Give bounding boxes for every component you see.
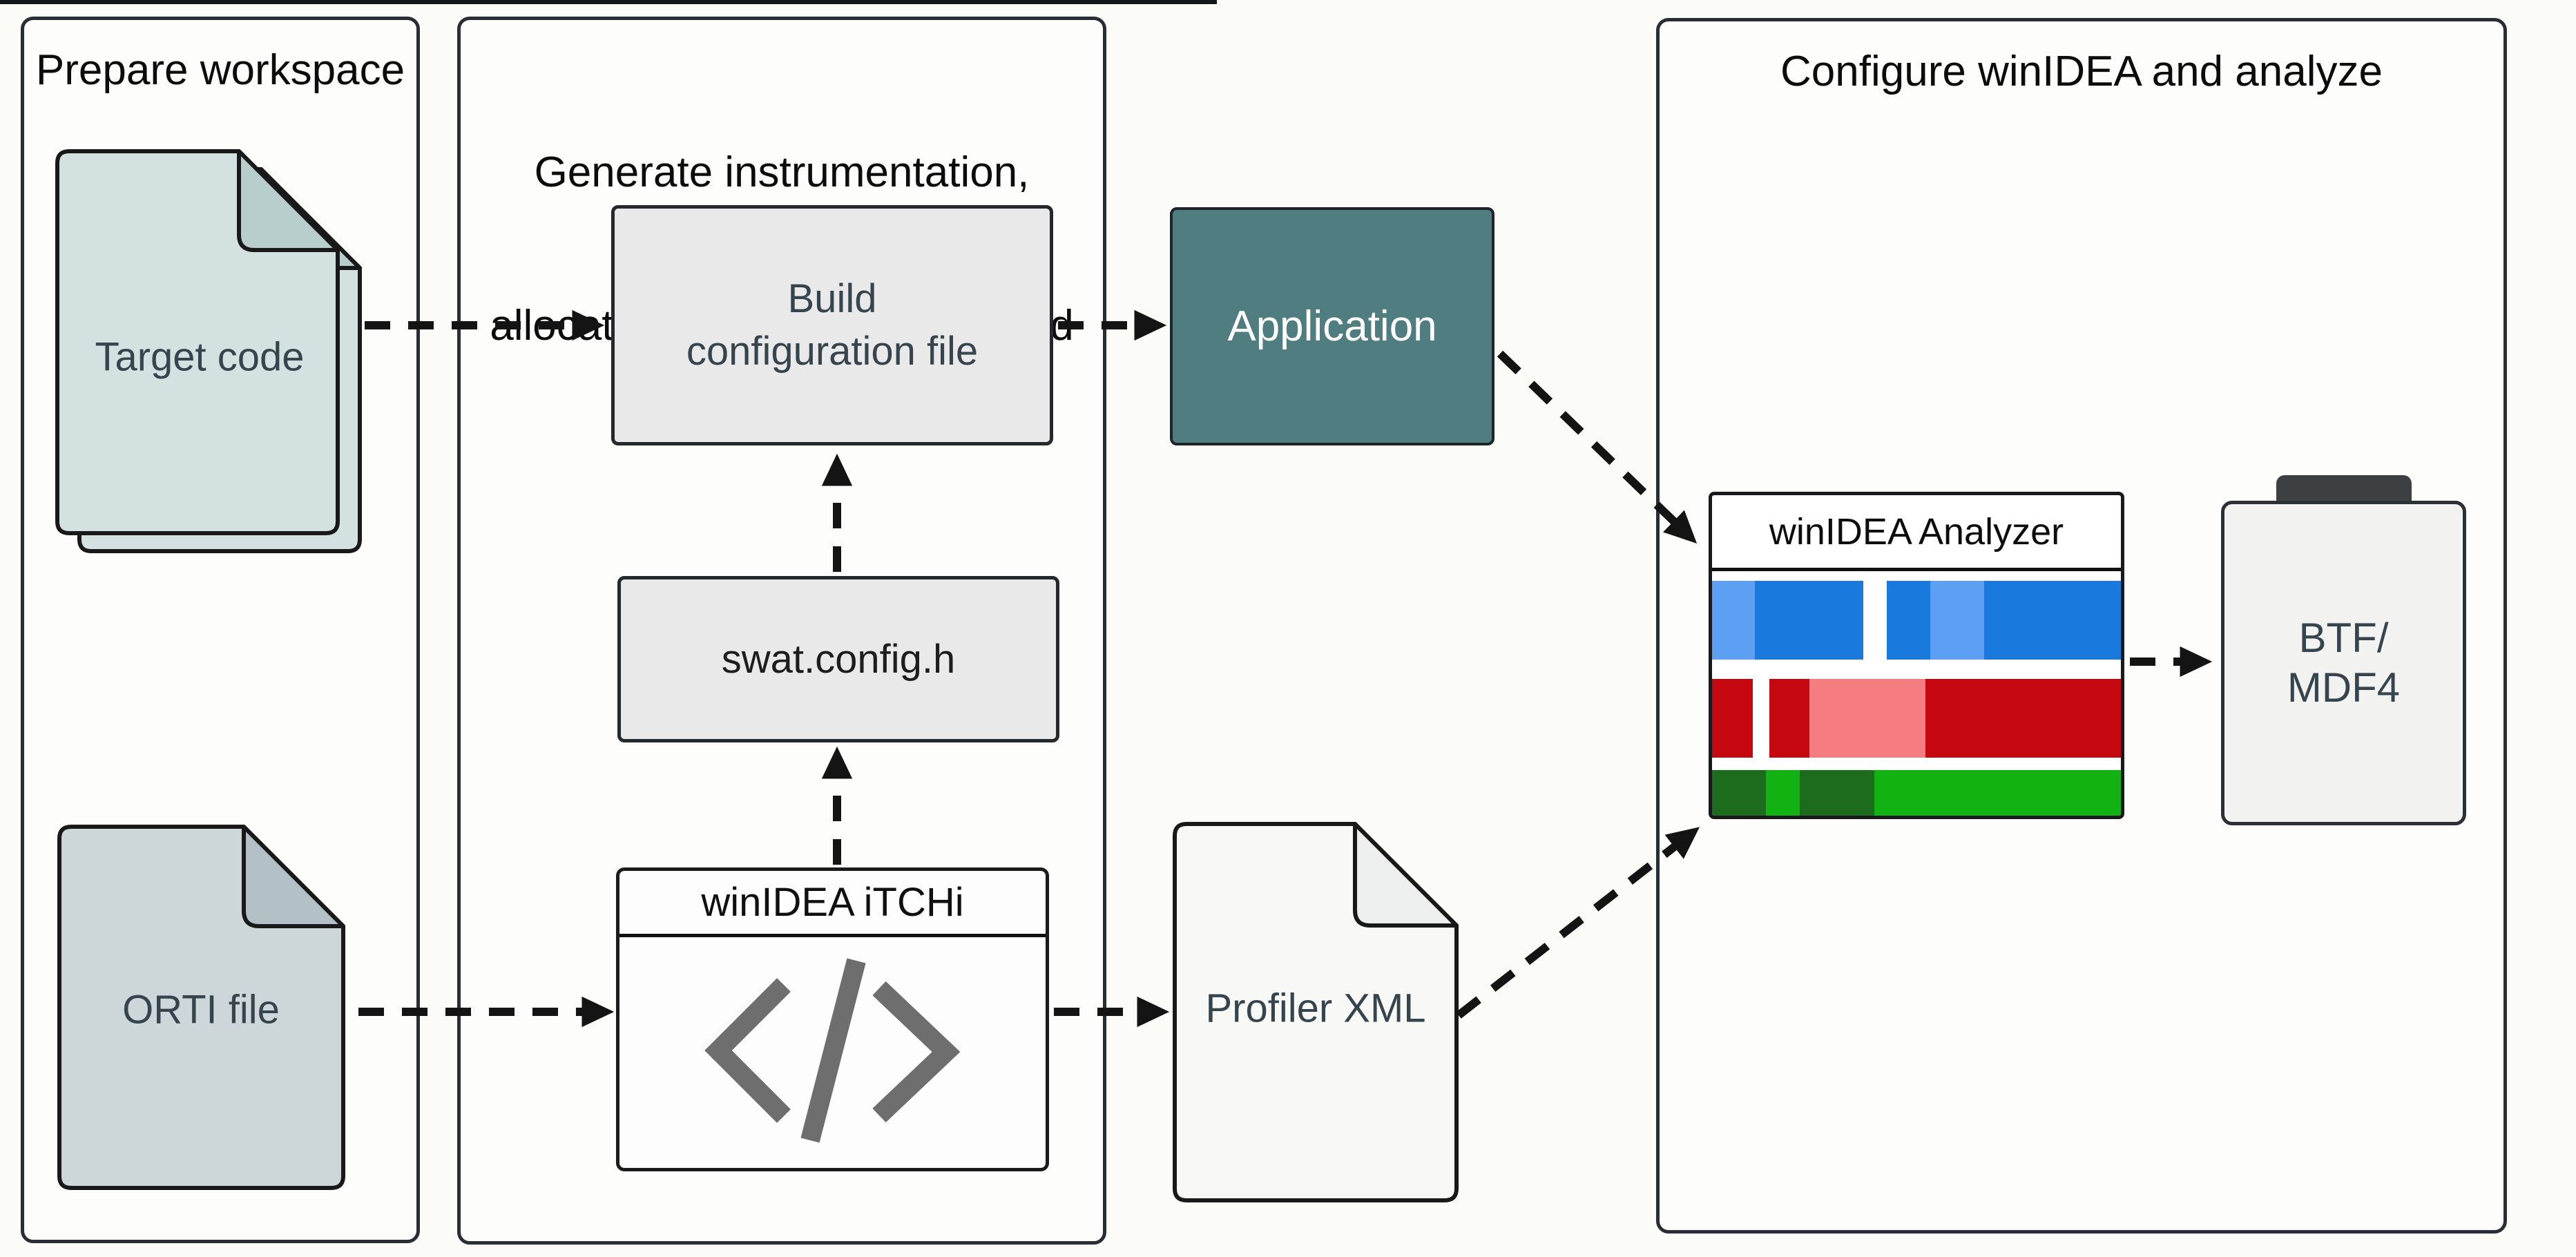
build-config-box: Build configuration file [611,205,1053,445]
analyzer-title-separator [1712,568,2121,571]
orti-file-label: ORTI file [122,987,280,1033]
itchi-box: winIDEA iTCHi [616,867,1049,1171]
arrow-application-to-analyzer [1497,350,1698,544]
section-title-prepare: Prepare workspace [35,46,405,94]
document-stack-icon [55,149,362,553]
orti-document-icon [57,825,345,1190]
swat-config-box: swat.config.h [617,576,1059,742]
arrow-profilerxml-to-analyzer [1456,827,1700,1019]
target-code-label: Target code [95,334,305,380]
window-edge-artifact [0,0,1217,4]
profiler-xml-document-icon [1173,822,1459,1202]
build-config-label-line1: Build [787,276,877,321]
btf-mdf4-box: BTF/ MDF4 [2221,501,2466,825]
itchi-title: winIDEA iTCHi [619,871,1046,937]
swat-config-label: swat.config.h [721,636,956,682]
analyzer-box: winIDEA Analyzer [1709,492,2124,819]
analyzer-title: winIDEA Analyzer [1769,510,2064,553]
section-title-configure: Configure winIDEA and analyze [1780,48,2383,95]
code-slash-icon [704,958,961,1143]
section-title-generate-line1: Generate instrumentation, [534,148,1030,196]
analyzer-track-green [1712,770,2121,816]
analyzer-track-red [1712,679,2121,758]
analyzer-track-blue [1712,581,2121,660]
document-front-page [55,149,340,535]
build-config-label-line2: configuration file [686,329,979,374]
profiler-xml-label: Profiler XML [1205,986,1426,1031]
application-box: Application [1170,207,1494,445]
application-label: Application [1227,303,1437,350]
btf-mdf4-label-line1: BTF/ [2298,615,2389,661]
btf-mdf4-label-line2: MDF4 [2287,664,2401,711]
